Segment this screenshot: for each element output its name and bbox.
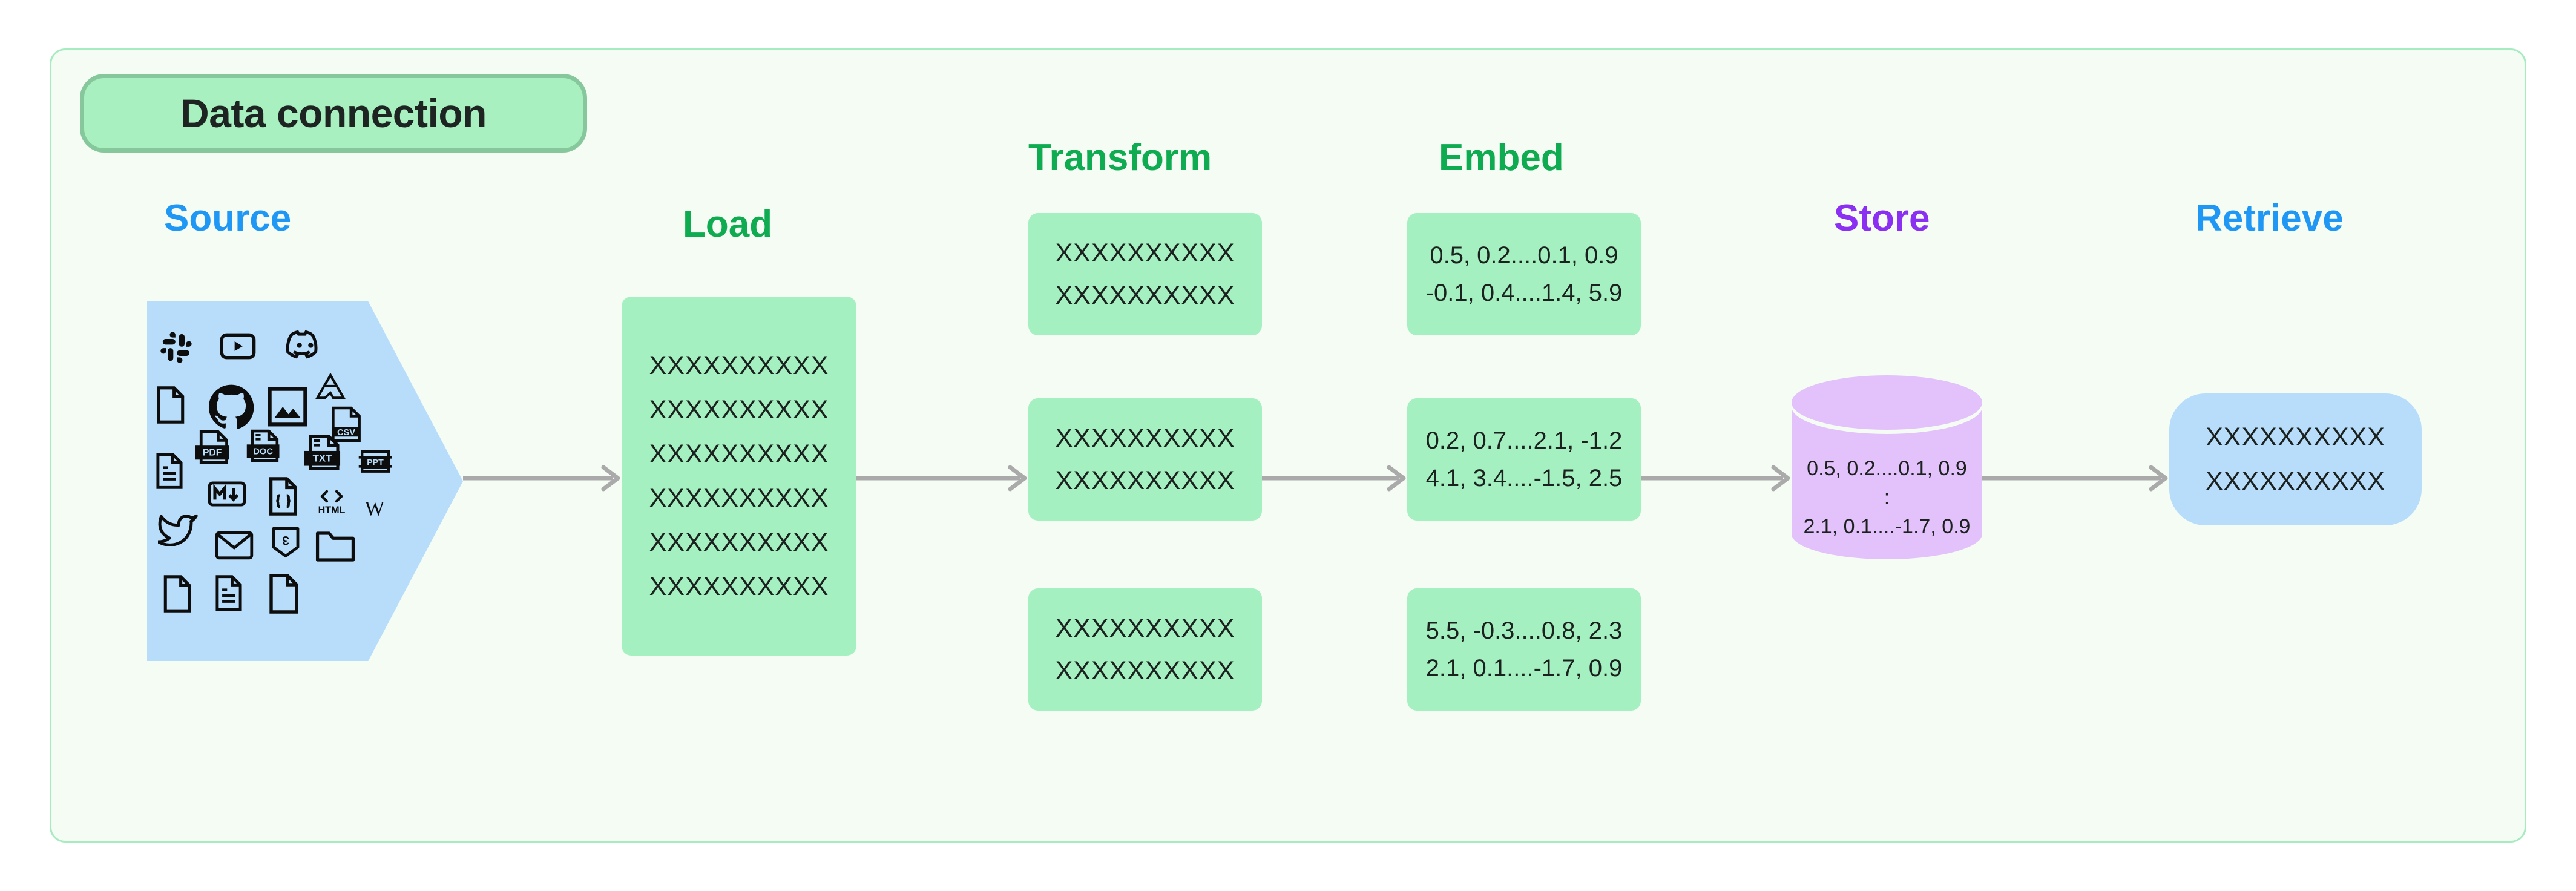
- doc-file-icon: DOC: [246, 429, 282, 465]
- heading-load: Load: [683, 203, 773, 245]
- file-blank-3-icon: [267, 574, 301, 614]
- arrow-transform-to-embed: [1262, 460, 1407, 496]
- load-line: XXXXXXXXXX: [649, 527, 829, 557]
- load-line: XXXXXXXXXX: [649, 395, 829, 424]
- embed-line: 2.1, 0.1....-1.7, 0.9: [1425, 655, 1623, 682]
- embed-line: -0.1, 0.4....1.4, 5.9: [1425, 280, 1623, 306]
- html-icon: HTML: [314, 487, 350, 516]
- csv-file-icon: CSV: [330, 406, 363, 443]
- transform-line: XXXXXXXXXX: [1055, 281, 1235, 310]
- source-icon-grid: CSV PDF DOC TXT PPT HTML W: [147, 301, 463, 661]
- twitter-icon: [158, 511, 198, 546]
- transform-chunk-card: XXXXXXXXXX XXXXXXXXXX: [1028, 398, 1262, 521]
- heading-embed: Embed: [1439, 137, 1564, 179]
- css3-icon: 3: [271, 525, 300, 559]
- transform-line: XXXXXXXXXX: [1055, 656, 1235, 685]
- svg-text:HTML: HTML: [318, 505, 346, 516]
- svg-text:W: W: [365, 498, 385, 519]
- embed-line: 4.1, 3.4....-1.5, 2.5: [1425, 465, 1623, 492]
- svg-text:PPT: PPT: [367, 458, 384, 468]
- embed-vector-card: 5.5, -0.3....0.8, 2.3 2.1, 0.1....-1.7, …: [1407, 588, 1641, 711]
- store-line: 0.5, 0.2....0.1, 0.9: [1807, 457, 1967, 480]
- slack-icon: [159, 330, 193, 364]
- markdown-icon: [208, 481, 246, 507]
- retrieve-card: XXXXXXXXXX XXXXXXXXXX: [2169, 393, 2422, 525]
- transform-line: XXXXXXXXXX: [1055, 238, 1235, 268]
- heading-retrieve: Retrieve: [2195, 197, 2344, 239]
- transform-line: XXXXXXXXXX: [1055, 466, 1235, 495]
- transform-line: XXXXXXXXXX: [1055, 424, 1235, 453]
- svg-text:3: 3: [282, 533, 289, 548]
- file-lines-icon: [154, 453, 185, 489]
- load-line: XXXXXXXXXX: [649, 483, 829, 513]
- diagram-panel: [50, 48, 2526, 843]
- embed-line: 5.5, -0.3....0.8, 2.3: [1425, 617, 1623, 644]
- youtube-icon: [218, 327, 257, 366]
- image-icon: [267, 386, 308, 427]
- retrieve-line: XXXXXXXXXX: [2206, 422, 2385, 452]
- github-icon: [208, 384, 255, 431]
- store-line: :: [1884, 486, 1890, 509]
- cylinder-top: [1792, 375, 1982, 430]
- transform-chunk-card: XXXXXXXXXX XXXXXXXXXX: [1028, 213, 1262, 335]
- heading-transform: Transform: [1028, 137, 1212, 179]
- embed-vector-card: 0.2, 0.7....2.1, -1.2 4.1, 3.4....-1.5, …: [1407, 398, 1641, 521]
- page-title: Data connection: [180, 91, 487, 136]
- svg-text:PDF: PDF: [203, 448, 222, 458]
- arrow-source-to-load: [463, 460, 622, 496]
- store-text: 0.5, 0.2....0.1, 0.9 : 2.1, 0.1....-1.7,…: [1792, 454, 1982, 541]
- heading-source: Source: [164, 197, 292, 239]
- load-line: XXXXXXXXXX: [649, 571, 829, 601]
- google-drive-icon: [315, 373, 346, 401]
- embed-line: 0.5, 0.2....0.1, 0.9: [1430, 242, 1618, 269]
- folder-icon: [315, 530, 355, 563]
- wikipedia-icon: W: [360, 494, 389, 519]
- transform-chunk-card: XXXXXXXXXX XXXXXXXXXX: [1028, 588, 1262, 711]
- embed-vector-card: 0.5, 0.2....0.1, 0.9 -0.1, 0.4....1.4, 5…: [1407, 213, 1641, 335]
- file-blank-2-icon: [162, 575, 193, 613]
- store-line: 2.1, 0.1....-1.7, 0.9: [1803, 515, 1971, 538]
- data-connection-title-pill: Data connection: [80, 74, 587, 153]
- transform-line: XXXXXXXXXX: [1055, 614, 1235, 643]
- retrieve-line: XXXXXXXXXX: [2206, 467, 2385, 496]
- code-file-icon: [267, 477, 300, 516]
- arrow-embed-to-store: [1641, 460, 1792, 496]
- heading-store: Store: [1834, 197, 1930, 239]
- txt-file-icon: TXT: [303, 433, 343, 473]
- file-lines-2-icon: [214, 575, 244, 611]
- email-icon: [215, 530, 254, 561]
- svg-text:TXT: TXT: [313, 453, 332, 464]
- ppt-file-icon: PPT: [357, 447, 393, 479]
- load-card: XXXXXXXXXX XXXXXXXXXX XXXXXXXXXX XXXXXXX…: [622, 297, 856, 656]
- store-cylinder: 0.5, 0.2....0.1, 0.9 : 2.1, 0.1....-1.7,…: [1792, 375, 1982, 572]
- discord-icon: [285, 327, 325, 363]
- svg-text:CSV: CSV: [337, 428, 355, 438]
- load-line: XXXXXXXXXX: [649, 350, 829, 380]
- file-blank-icon: [155, 386, 186, 424]
- svg-text:DOC: DOC: [253, 447, 273, 456]
- arrow-store-to-retrieve: [1982, 460, 2169, 496]
- load-line: XXXXXXXXXX: [649, 439, 829, 469]
- pdf-file-icon: PDF: [194, 430, 232, 466]
- arrow-load-to-transform: [856, 460, 1028, 496]
- embed-line: 0.2, 0.7....2.1, -1.2: [1425, 427, 1623, 454]
